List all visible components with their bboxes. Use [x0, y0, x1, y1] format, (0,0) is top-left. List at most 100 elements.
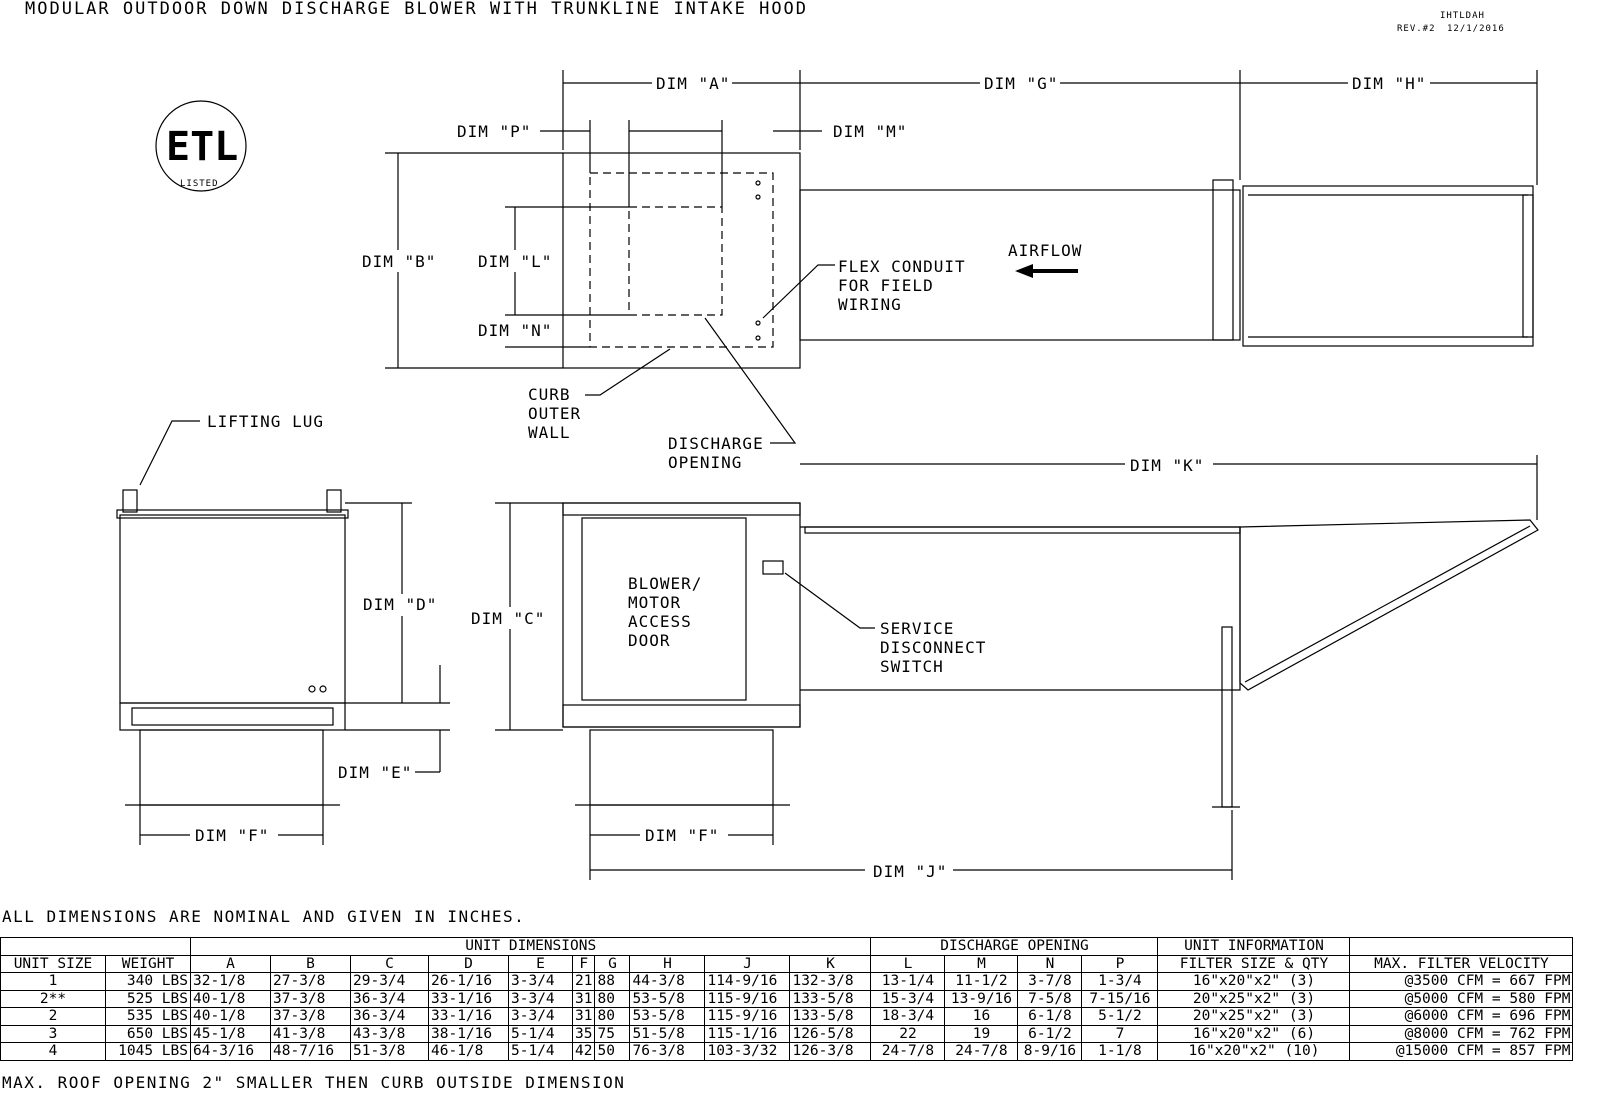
- table-cell: 6-1/8: [1017, 1007, 1083, 1026]
- column-header: FILTER SIZE & QTY: [1157, 954, 1351, 973]
- drawing-id: IHTLDAH: [1440, 11, 1485, 21]
- curb-label: CURB: [528, 385, 571, 404]
- rev-date: 12/1/2016: [1447, 24, 1505, 34]
- column-header: K: [789, 954, 872, 973]
- table-cell: @8000 CFM = 762 FPM: [1349, 1024, 1574, 1043]
- drawing: MODULAR OUTDOOR DOWN DISCHARGE BLOWER WI…: [25, 0, 1539, 881]
- table-cell: 1: [0, 972, 106, 991]
- table-cell: 7-5/8: [1017, 989, 1083, 1008]
- table-cell: 1-1/8: [1081, 1042, 1159, 1061]
- table-cell: 115-9/16: [704, 1007, 791, 1026]
- table-cell: 1-3/4: [1081, 972, 1159, 991]
- dim-c-label: DIM "C": [471, 609, 545, 628]
- table-cell: 3-3/4: [508, 972, 573, 991]
- table-cell: 45-1/8: [190, 1024, 271, 1043]
- table-cell: @3500 CFM = 667 FPM: [1349, 972, 1574, 991]
- table-cell: 2**: [0, 989, 106, 1008]
- table-cell: 650 LBS: [105, 1024, 191, 1043]
- table-cell: 20"x25"x2" (3): [1157, 1007, 1351, 1026]
- table-cell: 3-3/4: [508, 1007, 573, 1026]
- table-cell: 103-3/32: [704, 1042, 791, 1061]
- top-view: [562, 152, 1534, 369]
- table-cell: 36-3/4: [350, 989, 429, 1008]
- flex-conduit-label-3: WIRING: [838, 295, 902, 314]
- table-cell: 80: [594, 989, 631, 1008]
- curb-label-3: WALL: [528, 423, 571, 442]
- access-door-label-2: MOTOR: [628, 593, 681, 612]
- access-door-label: BLOWER/: [628, 574, 702, 593]
- table-cell: 36-3/4: [350, 1007, 429, 1026]
- airflow-label: AIRFLOW: [1008, 241, 1082, 260]
- table-cell: 24-7/8: [870, 1042, 946, 1061]
- column-header: UNIT SIZE: [0, 954, 106, 973]
- table-cell: 40-1/8: [190, 1007, 271, 1026]
- note-dimensions: ALL DIMENSIONS ARE NOMINAL AND GIVEN IN …: [2, 907, 526, 926]
- table-cell: 16"x20"x2" (3): [1157, 972, 1351, 991]
- airflow-arrow-icon: [1015, 264, 1033, 278]
- column-header: C: [350, 954, 429, 973]
- table-cell: 80: [594, 1007, 631, 1026]
- table-cell: 133-5/8: [789, 1007, 872, 1026]
- column-header: MAX. FILTER VELOCITY: [1349, 954, 1574, 973]
- access-door-label-3: ACCESS: [628, 612, 692, 631]
- table-cell: 3-7/8: [1017, 972, 1083, 991]
- table-cell: 16"x20"x2" (10): [1157, 1042, 1351, 1061]
- column-header: G: [594, 954, 631, 973]
- revision: REV.#2: [1397, 24, 1436, 34]
- table-cell: 44-3/8: [629, 972, 706, 991]
- table-cell: 48-7/16: [270, 1042, 351, 1061]
- discharge-label-2: OPENING: [668, 453, 742, 472]
- svg-text:LISTED: LISTED: [180, 179, 219, 189]
- front-view: [562, 502, 1539, 808]
- column-header: L: [870, 954, 946, 973]
- table-cell: 13-9/16: [944, 989, 1019, 1008]
- table-cell: 33-1/16: [428, 1007, 509, 1026]
- disconnect-switch-label-2: DISCONNECT: [880, 638, 986, 657]
- flex-conduit-label-2: FOR FIELD: [838, 276, 934, 295]
- table-cell: @15000 CFM = 857 FPM: [1349, 1042, 1574, 1061]
- table-cell: 126-5/8: [789, 1024, 872, 1043]
- table-cell: 3: [0, 1024, 106, 1043]
- dimensions-table: UNIT DIMENSIONS DISCHARGE OPENING UNIT I…: [0, 937, 1574, 1061]
- dim-g-label: DIM "G": [984, 74, 1058, 93]
- dim-f-label-front: DIM "F": [645, 826, 719, 845]
- column-header: N: [1017, 954, 1083, 973]
- table-cell: 41-3/8: [270, 1024, 351, 1043]
- table-cell: 29-3/4: [350, 972, 429, 991]
- flex-conduit-label: FLEX CONDUIT: [838, 257, 966, 276]
- table-cell: 5-1/2: [1081, 1007, 1159, 1026]
- table-cell: 19: [944, 1024, 1019, 1043]
- table-cell: 20"x25"x2" (3): [1157, 989, 1351, 1008]
- table-cell: 340 LBS: [105, 972, 191, 991]
- table-cell: 27-3/8: [270, 972, 351, 991]
- table-cell: 2: [0, 1007, 106, 1026]
- table-cell: 11-1/2: [944, 972, 1019, 991]
- column-header: D: [428, 954, 509, 973]
- table-cell: 7: [1081, 1024, 1159, 1043]
- table-cell: 1045 LBS: [105, 1042, 191, 1061]
- table-cell: 35: [571, 1024, 596, 1043]
- table-cell: 33-1/16: [428, 989, 509, 1008]
- discharge-label: DISCHARGE: [668, 434, 764, 453]
- table-cell: 51-3/8: [350, 1042, 429, 1061]
- table-cell: 7-15/16: [1081, 989, 1159, 1008]
- column-header: J: [704, 954, 791, 973]
- table-cell: 133-5/8: [789, 989, 872, 1008]
- dim-k-label: DIM "K": [1130, 456, 1204, 475]
- dim-p-label: DIM "P": [457, 122, 531, 141]
- column-header: H: [629, 954, 706, 973]
- table-cell: 21: [571, 972, 596, 991]
- table-cell: 88: [594, 972, 631, 991]
- curb-label-2: OUTER: [528, 404, 581, 423]
- table-cell: 53-5/8: [629, 1007, 706, 1026]
- table-cell: 76-3/8: [629, 1042, 706, 1061]
- etl-logo: ETL LISTED: [155, 100, 247, 192]
- column-header: E: [508, 954, 573, 973]
- group-unit-dimensions: UNIT DIMENSIONS: [189, 937, 872, 956]
- table-cell: 24-7/8: [944, 1042, 1019, 1061]
- table-cell: 126-3/8: [789, 1042, 872, 1061]
- note-roof-opening: MAX. ROOF OPENING 2" SMALLER THEN CURB O…: [2, 1073, 626, 1092]
